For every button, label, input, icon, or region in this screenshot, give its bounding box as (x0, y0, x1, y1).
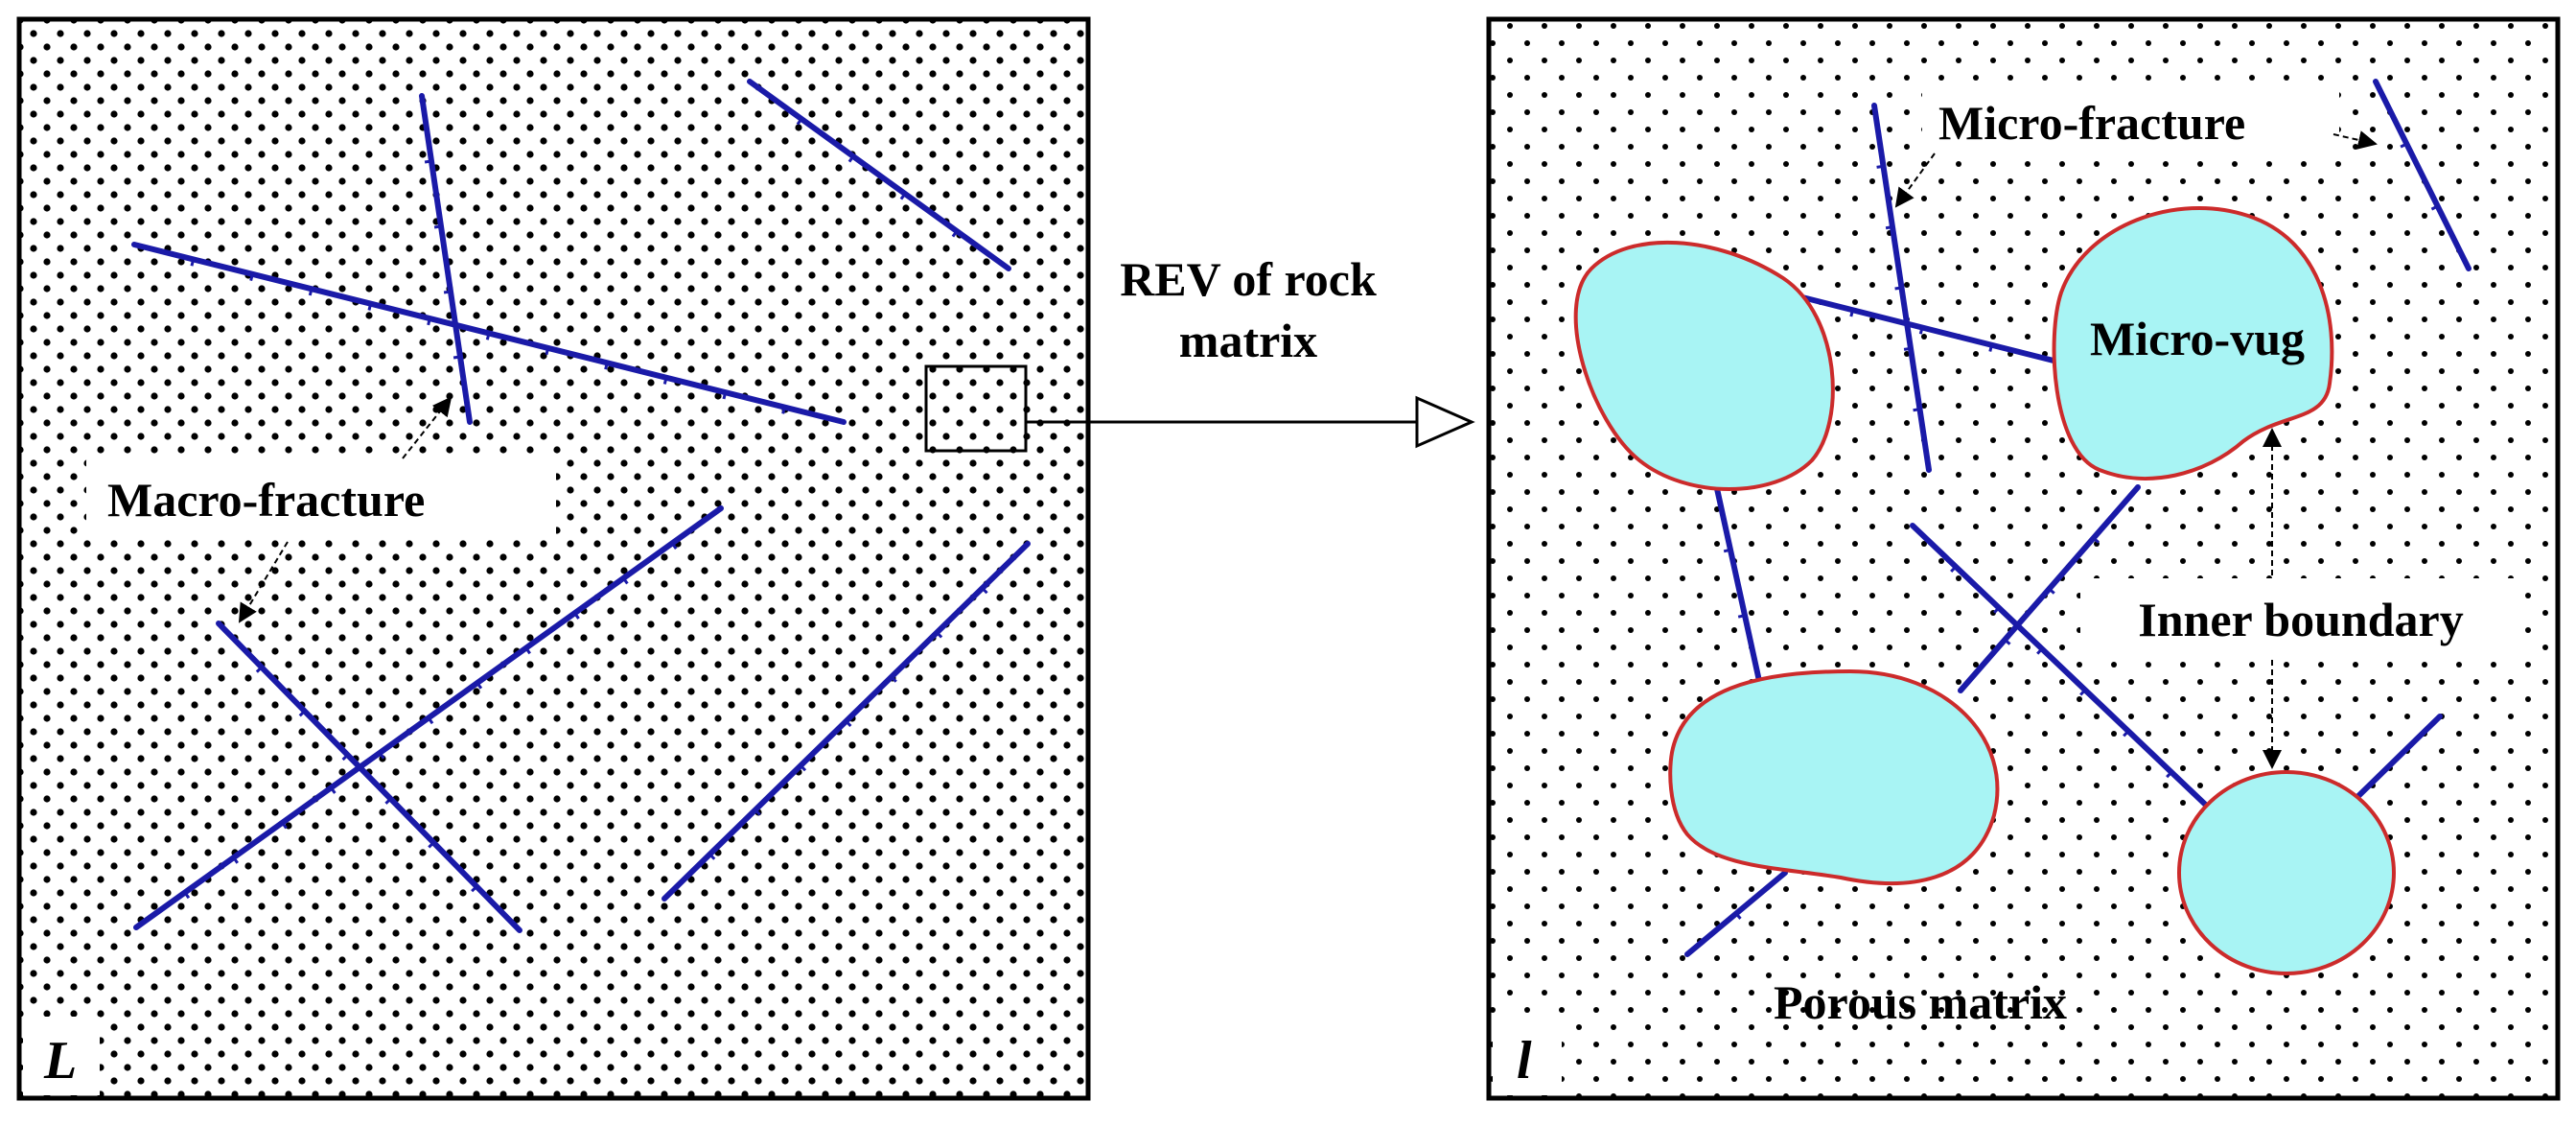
right-panel: Micro-fracture Micro-vug Inner boundary … (1486, 16, 2561, 1101)
rev-arrow-head (1415, 395, 1475, 449)
right-panel-frame (1486, 16, 2561, 1101)
vug-upper-right (2052, 206, 2334, 480)
inner-boundary-label-bg (2080, 578, 2521, 655)
rev-label-line2: matrix (1179, 314, 1317, 367)
macro-fracture-3 (747, 79, 1011, 271)
micro-fracture-3 (2373, 79, 2472, 271)
right-corner-label-bg (1493, 1017, 1562, 1095)
micro-fracture-6 (1958, 484, 2141, 693)
macro-fracture-pointer-upper (402, 396, 453, 459)
macro-fracture-label: Macro-fracture (107, 473, 425, 527)
macro-fracture-pointer-lower (238, 541, 289, 623)
micro-fracture-8 (2356, 714, 2443, 799)
right-corner-label: l (1517, 1031, 1532, 1090)
left-panel-frame (16, 16, 1091, 1101)
left-panel-matrix (19, 19, 1088, 1098)
micro-fracture-1 (1871, 103, 1932, 473)
macro-fracture-5 (216, 621, 522, 933)
rev-arrow-group: REV of rock matrix (1026, 252, 1475, 449)
macro-fracture-6 (661, 541, 1031, 902)
macro-fracture-1 (419, 93, 473, 425)
rev-label-line1: REV of rock (1120, 252, 1377, 306)
macro-fracture-2 (131, 242, 847, 425)
vug-upper-left (1573, 240, 1835, 491)
left-panel: Macro-fracture L (16, 16, 1091, 1101)
micro-fracture-pointer-left (1894, 152, 1936, 208)
rev-sample-box (924, 364, 1028, 453)
micro-fracture-7 (1684, 870, 1788, 957)
micro-fracture-label: Micro-fracture (1938, 96, 2245, 150)
micro-fracture-2 (1780, 290, 2064, 365)
porous-matrix-label: Porous matrix (1774, 975, 2067, 1029)
micro-vug-label: Micro-vug (2090, 312, 2305, 365)
inner-boundary-label: Inner boundary (2138, 593, 2463, 646)
left-corner-label-bg (23, 1017, 100, 1095)
micro-fractures (1684, 79, 2472, 957)
micro-fracture-4 (1713, 481, 1762, 684)
macro-fracture-label-bg (86, 456, 556, 540)
vug-middle-left (1668, 668, 2000, 886)
micro-fracture-label-bg (1922, 82, 2339, 158)
left-corner-label: L (43, 1031, 77, 1090)
micro-fracture-5 (1910, 523, 2217, 816)
micro-fracture-pointer-right (2332, 130, 2378, 150)
macro-fracture-4 (133, 505, 724, 930)
micro-vugs (1573, 206, 2396, 975)
macro-fractures (131, 79, 1031, 933)
vug-lower-right (2177, 770, 2396, 975)
right-panel-matrix (1489, 19, 2558, 1098)
